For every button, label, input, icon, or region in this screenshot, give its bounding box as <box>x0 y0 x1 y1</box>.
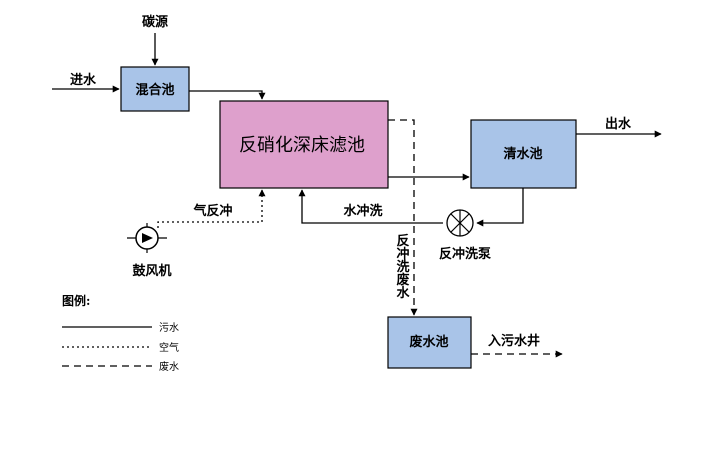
backwash-pump-icon <box>446 209 474 237</box>
water-backwash-label: 水冲洗 <box>343 203 382 219</box>
waste-water-line <box>388 119 418 316</box>
blower-icon <box>127 223 167 253</box>
mixing-tank-label: 混合池 <box>135 82 174 98</box>
clear-to-pump-line <box>476 188 524 227</box>
legend-title: 图例: <box>62 293 90 308</box>
water-inlet-label: 进水 <box>70 72 97 88</box>
waste-water-tank-box <box>387 316 472 369</box>
carbon-source-label: 碳源 <box>142 14 168 30</box>
air-backwash-line <box>157 189 266 228</box>
waste-water-tank-label: 废水池 <box>409 334 448 350</box>
backwash-pump-label: 反冲洗泵 <box>439 246 491 262</box>
to-sewage-well-label: 入污水井 <box>488 333 540 349</box>
legend-label-dotted: 空气 <box>159 341 179 354</box>
mixing-tank-box <box>120 66 190 112</box>
legend: 图例: 污水 空气 废水 <box>62 293 179 373</box>
air-backwash-label: 气反冲 <box>193 203 232 219</box>
pump-to-filter-line <box>298 189 443 224</box>
legend-label-solid: 污水 <box>159 322 179 334</box>
mix-to-filter-line <box>189 90 266 100</box>
clear-water-tank-label: 清水池 <box>503 146 542 162</box>
backwash-waste-water-label: 反冲洗废水 <box>394 233 410 300</box>
denitrification-filter-label: 反硝化深床滤池 <box>239 135 365 156</box>
denitrification-filter-box <box>219 100 389 189</box>
clear-water-tank-box <box>470 119 577 189</box>
legend-label-dashed: 废水 <box>159 360 179 373</box>
water-outlet-label: 出水 <box>605 116 632 132</box>
blower-label: 鼓风机 <box>132 263 171 279</box>
